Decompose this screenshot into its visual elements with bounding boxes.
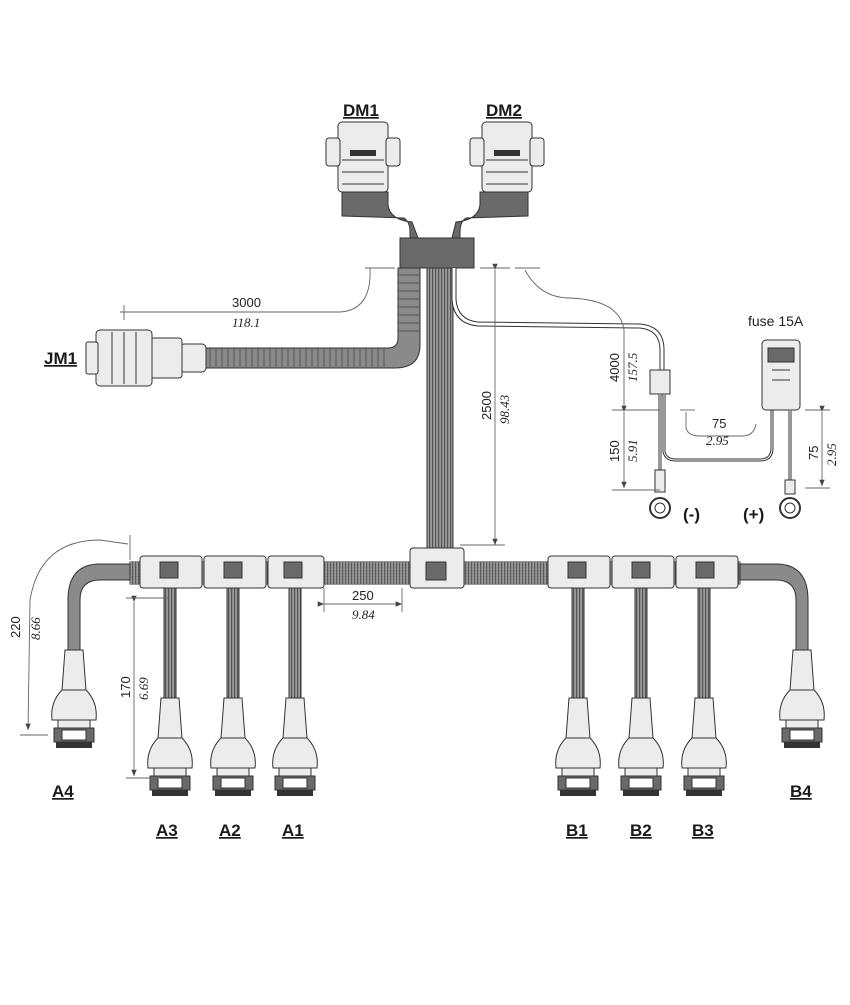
label-b3: B3 <box>692 821 714 840</box>
sensor-connector-a2 <box>210 697 256 796</box>
dim-220-inch: 8.66 <box>28 617 43 640</box>
dim-150-mm: 150 <box>607 440 622 462</box>
main-trunk <box>426 267 454 549</box>
dim-3000-inch: 118.1 <box>232 315 260 330</box>
label-b2: B2 <box>630 821 652 840</box>
jm1-cable <box>205 268 408 358</box>
dim-4000-inch: 157.5 <box>625 352 640 382</box>
dim-75h-mm: 75 <box>712 416 726 431</box>
terminal-negative-label: (-) <box>683 505 700 524</box>
dimension-lines <box>20 263 830 779</box>
dm2-connector <box>469 121 545 193</box>
dim-2500-mm: 2500 <box>479 391 494 420</box>
label-a4: A4 <box>52 782 74 801</box>
labels: DM1 DM2 JM1 A4 A3 A2 A1 B1 B2 B3 B4 fuse… <box>44 101 812 840</box>
wire-splice <box>649 369 671 395</box>
label-a3: A3 <box>156 821 178 840</box>
label-b4: B4 <box>790 782 812 801</box>
label-dm2: DM2 <box>486 101 522 120</box>
junction-block-top <box>399 237 475 269</box>
label-jm1: JM1 <box>44 349 77 368</box>
dim-250-inch: 9.84 <box>352 607 375 622</box>
dim-4000-mm: 4000 <box>607 353 622 382</box>
sensor-connectors <box>51 649 825 796</box>
dim-2500-inch: 98.43 <box>497 394 512 424</box>
dim-75v-mm: 75 <box>806 446 821 460</box>
sensor-connector-b3 <box>681 697 727 796</box>
sensor-connector-b2 <box>618 697 664 796</box>
dimension-values: 3000 118.1 2500 98.43 4000 157.5 150 5.9… <box>8 295 839 700</box>
sensor-connector-b1 <box>555 697 601 796</box>
terminal-positive-label: (+) <box>743 505 764 524</box>
fuse-holder <box>761 339 801 411</box>
dim-220-mm: 220 <box>8 616 23 638</box>
dim-75h-inch: 2.95 <box>706 433 729 448</box>
sensor-connector-a3 <box>147 697 193 796</box>
label-b1: B1 <box>566 821 588 840</box>
dim-170-mm: 170 <box>118 676 133 698</box>
dim-3000-mm: 3000 <box>232 295 261 310</box>
bar-overmolds <box>139 547 739 589</box>
sensor-connector-b4 <box>779 649 825 748</box>
dim-150-inch: 5.91 <box>625 439 640 462</box>
label-dm1: DM1 <box>343 101 379 120</box>
ring-terminal-positive <box>779 479 801 519</box>
label-a2: A2 <box>219 821 241 840</box>
sensor-connector-a1 <box>272 697 318 796</box>
jm1-connector <box>85 329 207 387</box>
sensor-connector-a4 <box>51 649 97 748</box>
dm1-connector <box>325 121 401 193</box>
ring-terminal-negative <box>649 469 671 519</box>
dim-250-mm: 250 <box>352 588 374 603</box>
label-a1: A1 <box>282 821 304 840</box>
drop-cables <box>67 563 809 699</box>
fuse-label: fuse 15A <box>748 313 804 329</box>
dim-75v-inch: 2.95 <box>824 443 839 466</box>
dim-170-inch: 6.69 <box>136 677 151 700</box>
dm-splitter-overmold <box>341 191 529 241</box>
